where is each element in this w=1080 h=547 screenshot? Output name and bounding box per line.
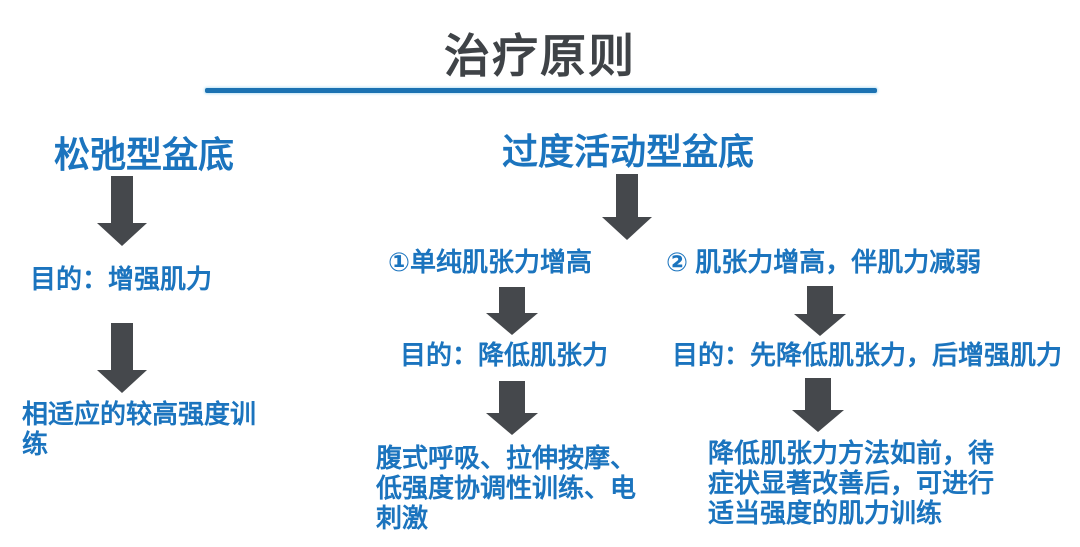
sub2-goal: 目的：先降低肌张力，后增强肌力 [672, 340, 1063, 370]
arrow-head [97, 223, 147, 246]
left-branch-header: 松弛型盆底 [54, 134, 235, 175]
left-branch-goal: 目的：增强肌力 [30, 264, 213, 294]
arrow-head [794, 314, 846, 336]
title-underline [205, 88, 877, 93]
arrow-head [97, 370, 147, 393]
arrow-shaft [111, 323, 133, 370]
down-arrow-icon [792, 378, 844, 432]
sub1-treatment: 腹式呼吸、拉伸按摩、 低强度协调性训练、电 刺激 [376, 443, 637, 533]
down-arrow-icon [97, 323, 147, 393]
sub1-condition: ①单纯肌张力增高 [388, 247, 593, 277]
right-branch-header: 过度活动型盆底 [502, 131, 755, 172]
down-arrow-icon [486, 381, 538, 435]
arrow-shaft [499, 287, 525, 313]
sub1-goal: 目的：降低肌张力 [400, 340, 609, 370]
arrow-shaft [616, 174, 638, 217]
down-arrow-icon [602, 174, 652, 240]
page-title: 治疗原则 [444, 30, 636, 82]
left-branch-outcome: 相适应的较高强度训 练 [22, 399, 257, 459]
arrow-shaft [805, 378, 831, 410]
arrow-shaft [111, 176, 133, 223]
arrow-head [792, 410, 844, 432]
sub2-condition: ② 肌张力增高，伴肌力减弱 [666, 247, 982, 277]
down-arrow-icon [794, 286, 846, 336]
arrow-head [486, 413, 538, 435]
sub2-treatment: 降低肌张力方法如前，待 症状显著改善后，可进行 适当强度的肌力训练 [708, 438, 995, 528]
arrow-shaft [807, 286, 833, 314]
arrow-head [602, 217, 652, 240]
down-arrow-icon [486, 287, 538, 335]
arrow-shaft [499, 381, 525, 413]
down-arrow-icon [97, 176, 147, 246]
arrow-head [486, 313, 538, 335]
